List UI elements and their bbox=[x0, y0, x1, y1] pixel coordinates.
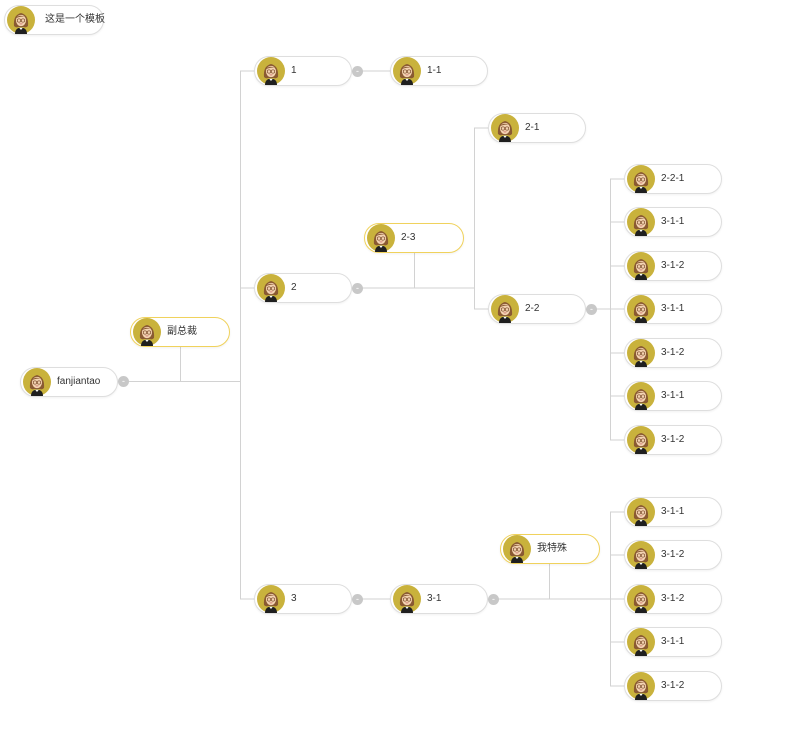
node-2-2-child-2[interactable]: 3-1-1 bbox=[624, 207, 722, 237]
node-1-1[interactable]: 1-1 bbox=[390, 56, 488, 86]
node-2-2-child-3[interactable]: 3-1-2 bbox=[624, 251, 722, 281]
node-2[interactable]: 2 bbox=[254, 273, 352, 303]
node-3-1-child-5[interactable]: 3-1-2 bbox=[624, 671, 722, 701]
avatar-icon bbox=[133, 318, 161, 346]
node-label: 2-1 bbox=[525, 122, 540, 133]
node-label: 2 bbox=[291, 282, 297, 293]
avatar-icon bbox=[393, 585, 421, 613]
node-label: fanjiantao bbox=[57, 376, 101, 387]
node-label: 2-3 bbox=[401, 232, 416, 243]
node-label: 2-2 bbox=[525, 303, 540, 314]
avatar-icon bbox=[627, 165, 655, 193]
node-label: 3-1 bbox=[427, 593, 442, 604]
node-label: 3-1-2 bbox=[661, 434, 685, 445]
node-label: 1 bbox=[291, 65, 297, 76]
avatar-icon bbox=[257, 274, 285, 302]
node-label: 3 bbox=[291, 593, 297, 604]
avatar-icon bbox=[627, 498, 655, 526]
node-label: 3-1-1 bbox=[661, 303, 685, 314]
node-label: 3-1-1 bbox=[661, 216, 685, 227]
avatar-icon bbox=[627, 382, 655, 410]
node-label: 2-2-1 bbox=[661, 173, 685, 184]
node-label: 我特殊 bbox=[537, 543, 567, 554]
connector-2-children bbox=[358, 127, 490, 310]
connector-3-1-children bbox=[494, 511, 626, 687]
collapse-toggle-root[interactable]: - bbox=[118, 376, 129, 387]
node-3-1-child-4[interactable]: 3-1-1 bbox=[624, 627, 722, 657]
avatar-icon bbox=[627, 252, 655, 280]
avatar-icon bbox=[23, 368, 51, 396]
avatar-icon bbox=[627, 426, 655, 454]
connector-2-2-children bbox=[592, 178, 626, 441]
node-special[interactable]: 我特殊 bbox=[500, 534, 600, 564]
avatar-icon bbox=[627, 339, 655, 367]
collapse-toggle-3-1[interactable]: - bbox=[488, 594, 499, 605]
node-2-1[interactable]: 2-1 bbox=[488, 113, 586, 143]
node-label: 3-1-2 bbox=[661, 680, 685, 691]
avatar-icon bbox=[393, 57, 421, 85]
avatar-icon bbox=[627, 208, 655, 236]
node-1[interactable]: 1 bbox=[254, 56, 352, 86]
node-root[interactable]: fanjiantao bbox=[20, 367, 118, 397]
node-2-2-child-7[interactable]: 3-1-2 bbox=[624, 425, 722, 455]
collapse-toggle-1[interactable]: - bbox=[352, 66, 363, 77]
avatar-icon bbox=[367, 224, 395, 252]
node-3-1-child-3[interactable]: 3-1-2 bbox=[624, 584, 722, 614]
avatar-icon bbox=[257, 57, 285, 85]
node-label: 副总裁 bbox=[167, 326, 197, 337]
node-2-2-1[interactable]: 2-2-1 bbox=[624, 164, 722, 194]
node-2-2-child-5[interactable]: 3-1-2 bbox=[624, 338, 722, 368]
template-node[interactable]: 这是一个模板 bbox=[4, 5, 105, 35]
node-2-2-child-6[interactable]: 3-1-1 bbox=[624, 381, 722, 411]
avatar-icon bbox=[257, 585, 285, 613]
avatar-icon bbox=[503, 535, 531, 563]
node-label: 3-1-2 bbox=[661, 260, 685, 271]
node-label: 1-1 bbox=[427, 65, 442, 76]
avatar-icon bbox=[627, 585, 655, 613]
collapse-toggle-3[interactable]: - bbox=[352, 594, 363, 605]
connector-root-children bbox=[124, 70, 256, 600]
node-2-2-child-4[interactable]: 3-1-1 bbox=[624, 294, 722, 324]
node-3-1[interactable]: 3-1 bbox=[390, 584, 488, 614]
node-3[interactable]: 3 bbox=[254, 584, 352, 614]
node-2-2[interactable]: 2-2 bbox=[488, 294, 586, 324]
node-2-3[interactable]: 2-3 bbox=[364, 223, 464, 253]
avatar-icon bbox=[491, 114, 519, 142]
node-label: 这是一个模板 bbox=[45, 14, 105, 25]
avatar-icon bbox=[7, 6, 35, 34]
avatar-icon bbox=[627, 672, 655, 700]
avatar-icon bbox=[627, 541, 655, 569]
node-label: 3-1-2 bbox=[661, 593, 685, 604]
node-vp[interactable]: 副总裁 bbox=[130, 317, 230, 347]
avatar-icon bbox=[491, 295, 519, 323]
node-label: 3-1-2 bbox=[661, 347, 685, 358]
collapse-toggle-2[interactable]: - bbox=[352, 283, 363, 294]
node-label: 3-1-1 bbox=[661, 390, 685, 401]
avatar-icon bbox=[627, 628, 655, 656]
collapse-toggle-2-2[interactable]: - bbox=[586, 304, 597, 315]
node-label: 3-1-2 bbox=[661, 549, 685, 560]
node-3-1-child-2[interactable]: 3-1-2 bbox=[624, 540, 722, 570]
avatar-icon bbox=[627, 295, 655, 323]
node-label: 3-1-1 bbox=[661, 636, 685, 647]
node-3-1-child-1[interactable]: 3-1-1 bbox=[624, 497, 722, 527]
node-label: 3-1-1 bbox=[661, 506, 685, 517]
